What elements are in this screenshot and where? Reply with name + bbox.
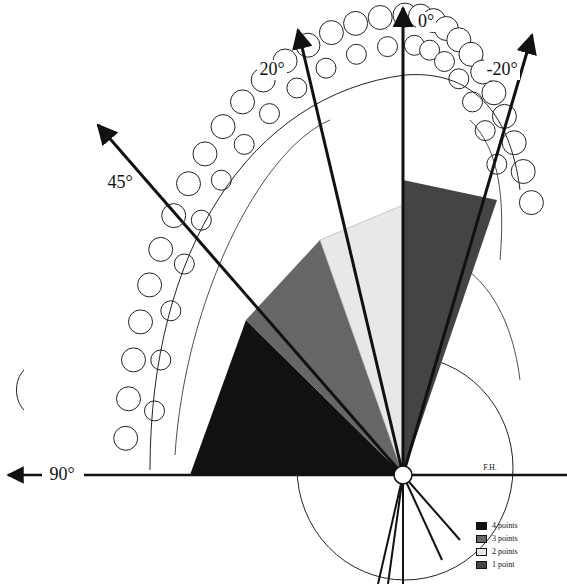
tooth-cusp xyxy=(117,387,141,411)
tooth-cusp xyxy=(211,170,231,190)
legend-swatch xyxy=(476,561,487,569)
angle-label: 90° xyxy=(47,465,76,485)
tooth-cusp xyxy=(368,6,392,30)
sector-2-points xyxy=(320,205,403,475)
tooth-cusp xyxy=(149,237,173,261)
legend-swatch xyxy=(476,548,487,556)
legend-text: 4 points xyxy=(492,522,518,530)
axis-label: F.H. xyxy=(481,464,499,473)
tooth-cusp xyxy=(344,11,368,35)
tooth-cusp xyxy=(316,58,336,78)
tooth-cusp xyxy=(177,172,201,196)
tooth-cusp xyxy=(191,210,211,230)
tooth-cusp xyxy=(114,426,138,450)
tooth-cusp xyxy=(435,52,455,72)
legend-swatch xyxy=(476,535,487,543)
tooth-cusp xyxy=(193,142,217,166)
tooth-cusp xyxy=(129,310,153,334)
tooth-cusp xyxy=(161,301,181,321)
angle-label: -20° xyxy=(484,60,519,80)
tooth-cusp xyxy=(482,81,506,105)
legend-swatch xyxy=(476,522,487,530)
tooth-cusp xyxy=(378,37,398,57)
tooth-cusp xyxy=(260,104,280,124)
legend-text: 2 points xyxy=(492,548,518,556)
tooth-cusp xyxy=(231,90,255,114)
tooth-cusp xyxy=(449,69,469,89)
tooth-cusp xyxy=(138,273,162,297)
legend-text: 3 points xyxy=(492,535,518,543)
tooth-cusp xyxy=(162,204,186,228)
legend-text: 1 point xyxy=(492,561,514,569)
tooth-cusp xyxy=(145,401,165,421)
tooth-cusp xyxy=(122,348,146,372)
tooth-cusp xyxy=(463,92,483,112)
tooth-cusp xyxy=(475,121,495,141)
tooth-cusp xyxy=(174,254,194,274)
tooth-cusp xyxy=(211,115,235,139)
angle-label: 20° xyxy=(257,60,286,80)
tooth-cusp xyxy=(519,191,543,215)
tooth-cusp xyxy=(346,44,366,64)
tooth-cusp xyxy=(319,21,343,45)
angle-label: 45° xyxy=(105,173,134,193)
tooth-cusp xyxy=(234,134,254,154)
tooth-cusp xyxy=(287,78,307,98)
angle-label: 0° xyxy=(416,12,436,32)
